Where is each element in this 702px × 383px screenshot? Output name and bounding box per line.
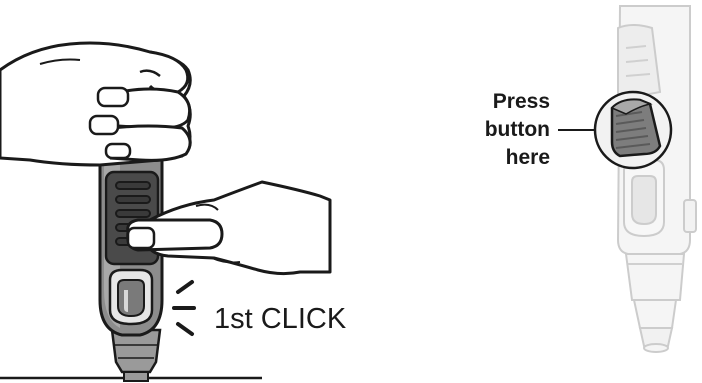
thumbnail xyxy=(128,228,154,248)
button-highlight xyxy=(595,92,671,168)
left-illustration: 1st CLICK xyxy=(0,43,347,381)
gripping-hand xyxy=(0,43,190,165)
callout-line-button: button xyxy=(485,118,550,141)
click-label: 1st CLICK xyxy=(214,303,347,335)
callout-line-press: Press xyxy=(493,90,550,113)
click-marks-icon xyxy=(174,282,194,334)
right-illustration: Press button here xyxy=(485,6,696,352)
pen-outline xyxy=(618,6,696,352)
callout-line-here: here xyxy=(506,146,550,169)
